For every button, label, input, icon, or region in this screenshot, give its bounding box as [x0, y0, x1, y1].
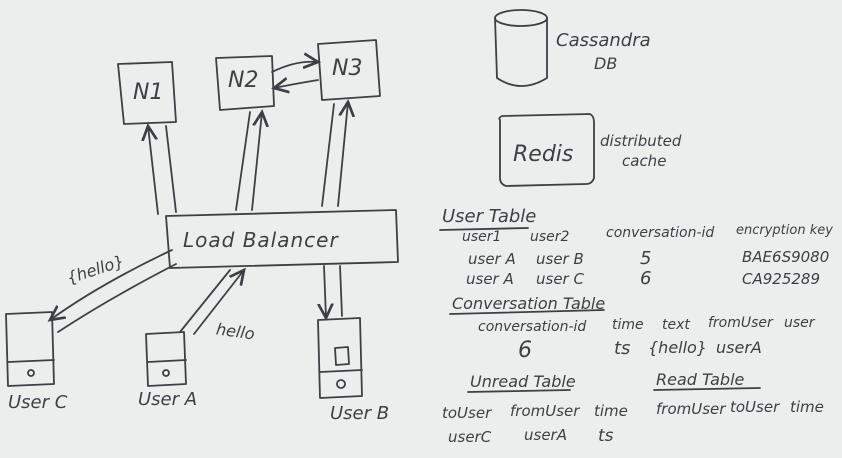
user-table-r2-conversation-id: 6: [640, 268, 652, 289]
redis-box: [498, 113, 595, 187]
lb-n1-arrow-a: [148, 126, 159, 215]
conversation-table-value-time: ts: [614, 338, 631, 359]
user-table-header-conversation-id: conversation-id: [606, 225, 715, 241]
user-table-r1-user2: user B: [536, 250, 584, 268]
lb-userc-arrow-a: [50, 249, 173, 320]
user-table-header-user2: user2: [530, 229, 570, 245]
user-table-r1-encryption-key: BAE6S9080: [742, 248, 830, 266]
node-n1-box: [117, 61, 177, 125]
node-n3-label: N3: [332, 56, 363, 81]
user-table-r1-user1: user A: [468, 250, 516, 268]
cassandra-top: [494, 9, 548, 27]
user-table-r2-user2: user C: [536, 270, 584, 288]
conversation-table-header-user: user: [784, 315, 815, 331]
user-table-r2-encryption-key: CA925289: [742, 270, 820, 288]
conversation-table-id-value: 6: [518, 338, 532, 363]
conversation-table-header-text: text: [662, 317, 690, 333]
lb-userb-arrow-a: [324, 265, 326, 318]
lb-userc-arrow-b: [57, 263, 177, 333]
load-balancer-label: Load Balancer: [183, 228, 339, 252]
unread-table-header-fromuser: fromUser: [510, 402, 580, 420]
n2-n3-link-top: [271, 62, 318, 73]
userb-label: User B: [330, 403, 390, 424]
lb-n3-arrow-a: [321, 103, 335, 207]
redis-note-line1: distributed: [600, 132, 682, 150]
conversation-table-id-header: conversation-id: [478, 319, 587, 335]
node-n3-box: [317, 39, 381, 101]
unread-table-value-touser: userC: [448, 428, 492, 446]
lb-n3-arrow-b: [337, 102, 348, 207]
usera-device: [145, 331, 187, 387]
conversation-table-title: Conversation Table: [452, 294, 606, 313]
read-table-title: Read Table: [656, 370, 745, 389]
read-table-header-touser: toUser: [730, 398, 780, 416]
usera-lb-arrow-a: [179, 269, 231, 333]
user-table-header-encryption-key: encryption key: [736, 223, 833, 238]
userb-home-button: [336, 379, 346, 389]
unread-table-value-time: ts: [598, 426, 614, 446]
usera-home-button: [162, 369, 170, 377]
n2-n3-link-bottom: [274, 80, 319, 88]
user-table-r1-conversation-id: 5: [640, 248, 652, 269]
user-table-r2-user1: user A: [466, 270, 514, 288]
lb-n1-arrow-b: [165, 125, 177, 213]
cassandra-label: Cassandra: [556, 30, 651, 51]
cassandra-body: [494, 17, 548, 87]
unread-table-title: Unread Table: [470, 372, 576, 391]
unread-table-header-time: time: [594, 402, 628, 420]
usera-label: User A: [138, 389, 198, 410]
node-n2-label: N2: [228, 68, 259, 93]
cassandra-db-label: DB: [594, 54, 618, 73]
user-table-header-user1: user1: [462, 229, 502, 245]
userb-device: [317, 317, 363, 399]
redis-label: Redis: [513, 142, 574, 167]
unread-table-header-touser: toUser: [442, 404, 492, 422]
usera-lb-arrow-b: [193, 270, 244, 335]
lb-userb-arrow-b: [339, 265, 343, 317]
node-n2-box: [215, 55, 275, 111]
conversation-table-header-time: time: [612, 317, 644, 333]
userb-screen-icon: [334, 346, 350, 366]
conversation-table-header-fromuser: fromUser: [708, 315, 773, 331]
redis-note-line2: cache: [622, 152, 667, 170]
lb-n2-arrow-b: [251, 112, 262, 211]
node-n1-label: N1: [133, 80, 164, 105]
userc-label: User C: [8, 392, 68, 413]
user-table-title: User Table: [442, 206, 537, 227]
userc-home-button: [27, 369, 35, 377]
conversation-table-value-user: userA: [716, 338, 762, 357]
read-table-header-fromuser: fromUser: [656, 400, 726, 418]
read-table-header-time: time: [790, 398, 824, 416]
lb-n2-arrow-a: [235, 111, 251, 211]
unread-table-value-fromuser: userA: [524, 426, 567, 444]
conversation-table-value-text: {hello}: [648, 338, 708, 357]
